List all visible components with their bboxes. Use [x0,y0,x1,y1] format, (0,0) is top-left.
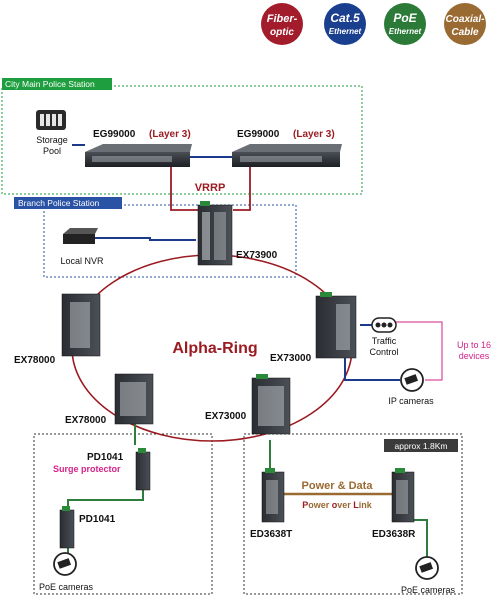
badge-cat5-line1: Cat.5 [330,11,360,25]
up-to-16-line1: Up to 16 [457,340,491,350]
poe-camera-left-icon [53,552,77,576]
badge-fiber-optic: Fiber- optic [261,3,303,45]
pd1041-bottom-device-icon [59,506,75,549]
link-vrrp-right [233,167,251,211]
link-ed-cam [407,519,428,562]
bracket-up-to-16 [395,321,443,381]
zone-city-main: City Main Police Station [1,78,363,195]
badge-cat5-line2: Ethernet [329,27,362,36]
up-to-16-line2: devices [459,351,490,361]
link-pd-pd [67,490,144,508]
traffic-control-line1: Traffic [372,336,397,346]
badge-coaxial-cable: Coaxial- Cable [444,3,486,45]
storage-pool-line2: Pool [43,146,61,156]
nvr-icon [63,228,98,244]
link-nvr [95,237,196,241]
zone-poe-left [33,433,213,595]
ex78000-bottom-switch-icon [114,373,154,425]
zone-branch: Branch Police Station [14,197,297,278]
ed3638t-label: ED3638T [250,529,292,540]
local-nvr-label: Local NVR [60,256,104,266]
badge-poe-line2: Ethernet [389,27,422,36]
ed3638r-device-icon [391,468,415,523]
ed3638t-device-icon [261,468,285,523]
badge-poe-line1: PoE [393,11,417,25]
traffic-light-icon [371,317,397,333]
badge-coax-line1: Coaxial- [446,14,486,25]
traffic-control-line2: Control [369,347,398,357]
zone-ed-link: approx 1.8Km [243,433,463,595]
badge-fiber-line2: optic [270,27,294,38]
eg-right-model: EG99000 [237,129,280,140]
surge-protector-label: Surge protector [53,464,121,474]
pd1041-bottom-label: PD1041 [79,514,116,525]
ex78000-top-label: EX78000 [14,355,56,366]
badge-poe-ethernet: PoE Ethernet [384,3,426,45]
ip-cameras-label: IP cameras [388,396,434,406]
ex78000-top-switch-icon [61,293,101,357]
eg-left-layer: (Layer 3) [149,129,191,140]
link-vrrp-left [170,167,200,211]
storage-pool-icon [36,110,66,130]
ex73000-right-label: EX73000 [270,353,312,364]
pd1041-top-device-icon [135,448,151,491]
badge-cat5-ethernet: Cat.5 Ethernet [324,3,366,45]
poe-cameras-left-label: PoE cameras [39,582,94,592]
badge-coax-line2: Cable [451,27,479,38]
poe-camera-right-icon [415,556,439,580]
zone-branch-label: Branch Police Station [18,198,100,208]
eg-right-layer: (Layer 3) [293,129,335,140]
zone-city-main-label: City Main Police Station [5,79,95,89]
ex73000-right-switch-icon [315,292,357,359]
eg-left-model: EG99000 [93,129,136,140]
distance-label: approx 1.8Km [395,441,448,451]
ex73000-bottom-switch-icon [251,374,291,435]
power-over-link-label: Power over Link [302,500,373,510]
storage-pool-line1: Storage [36,135,68,145]
ex73000-bottom-label: EX73000 [205,411,247,422]
poe-cameras-right-label: PoE cameras [401,585,456,595]
eg99000-left-switch-icon [85,144,192,167]
ed3638r-label: ED3638R [372,529,416,540]
badge-fiber-line1: Fiber- [267,13,298,25]
vrrp-label: VRRP [195,182,226,194]
eg99000-right-switch-icon [232,144,342,167]
ex73900-label: EX73900 [236,250,278,261]
power-data-label: Power & Data [302,480,374,492]
ip-camera-icon [400,368,424,392]
pd1041-top-label: PD1041 [87,452,124,463]
ex78000-bottom-label: EX78000 [65,415,107,426]
ring-label: Alpha-Ring [172,340,257,357]
ex73900-switch-icon [197,201,233,266]
